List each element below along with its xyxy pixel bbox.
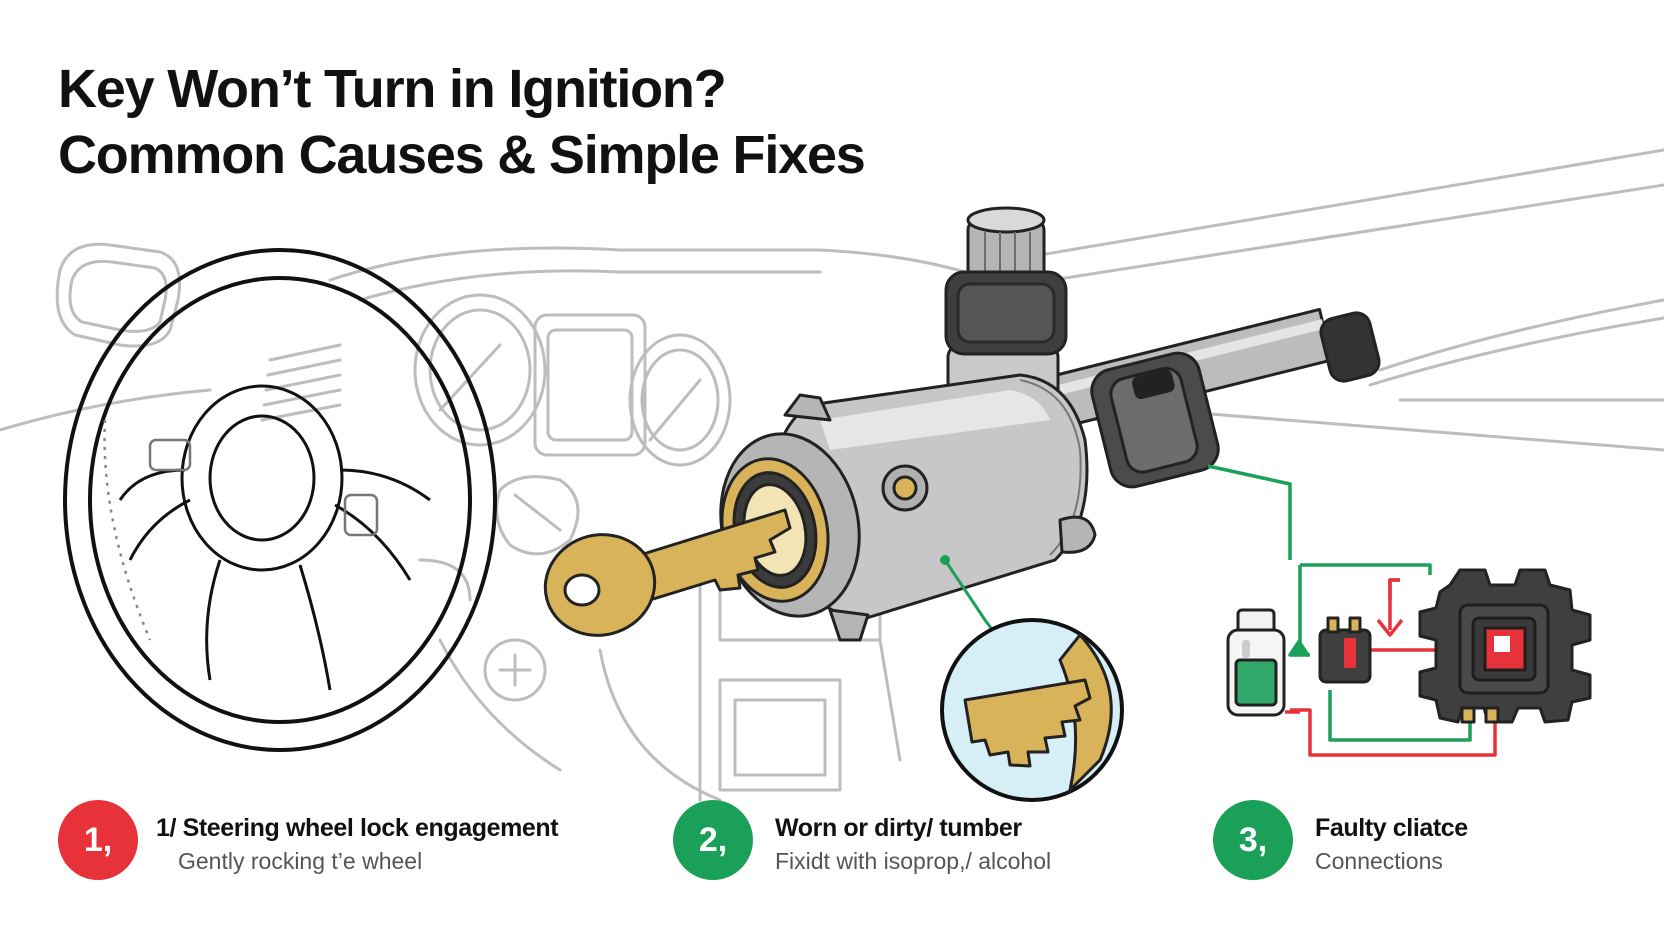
wiring-diagram [1207,464,1497,757]
ignition-key [543,508,792,637]
ignition-lock-housing [719,373,1097,642]
page-title-line-2: Common Causes & Simple Fixes [58,125,866,185]
step-subtitle: Connections [1315,848,1443,874]
tumbler-zoom-callout [940,559,1124,802]
step-number-badge: 3, [1213,800,1293,880]
dashboard-sketch [0,148,1664,802]
step-number-badge: 2, [673,800,753,880]
steering-column [1036,307,1381,489]
step-title: Worn or dirty/ tumber [775,814,1022,842]
step-title: 1/ Steering wheel lock engagement [156,814,559,842]
step-subtitle: Fixidt with isoprop,/ alcohol [775,848,1052,874]
step-subtitle: Gently rocking t’e wheel [178,848,423,874]
page-title-line-1: Key Won’t Turn in Ignition? [58,59,727,119]
control-module-chip-icon [1418,568,1592,724]
connector-icon [1318,616,1372,684]
step-number-badge: 1, [58,800,138,880]
dashboard-outline [328,246,992,282]
alcohol-bottle-icon [1226,608,1286,717]
step-title: Faulty cliatce [1315,814,1468,842]
steering-wheel [63,248,497,752]
